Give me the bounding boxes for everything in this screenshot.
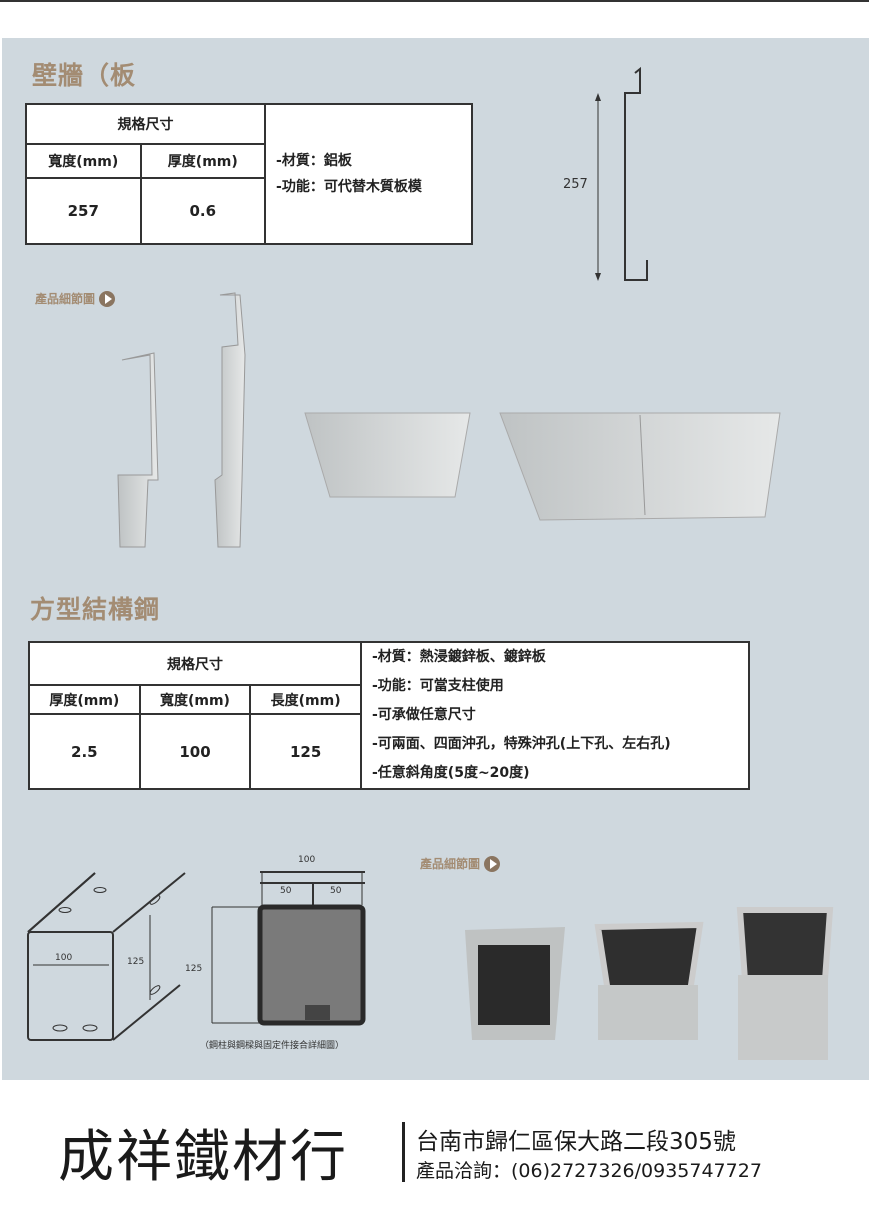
top-border bbox=[0, 0, 869, 2]
company-address: 台南市歸仁區保大路二段305號 bbox=[416, 1129, 736, 1155]
square-steel-isometric-diagram bbox=[27, 872, 186, 1041]
square-steel-spec-table: 規格尺寸 -材質：熱浸鍍鋅板、鍍鋅板 -功能：可當支柱使用 -可承做任意尺寸 -… bbox=[28, 641, 750, 790]
company-name: 成祥鐵材行 bbox=[58, 1125, 348, 1190]
spec-info: -材質：鋁板 -功能：可代替木質板模 bbox=[264, 103, 473, 245]
column-header: 長度(mm) bbox=[249, 684, 362, 715]
column-header: 寬度(mm) bbox=[138, 684, 252, 715]
section-height: 125 bbox=[185, 964, 203, 974]
wall-panel-photos bbox=[117, 292, 781, 548]
profile-dimension: 257 bbox=[563, 177, 588, 192]
value-cell: 0.6 bbox=[139, 177, 267, 245]
play-icon bbox=[484, 855, 501, 872]
product-detail-link[interactable]: 產品細節圖 bbox=[35, 290, 116, 307]
iso-width-label: 100 bbox=[55, 953, 73, 963]
diagram-caption: （鋼柱與鋼樑與固定件接合詳細圖） bbox=[200, 1041, 345, 1051]
column-header: 厚度(mm) bbox=[28, 684, 141, 715]
info-line: -材質：熱浸鍍鋅板、鍍鋅板 bbox=[372, 649, 546, 665]
spec-info: -材質：熱浸鍍鋅板、鍍鋅板 -功能：可當支柱使用 -可承做任意尺寸 -可兩面、四… bbox=[360, 641, 750, 790]
section-half-left: 50 bbox=[280, 886, 292, 896]
info-line: -可承做任意尺寸 bbox=[372, 707, 476, 723]
product-detail-link[interactable]: 產品細節圖 bbox=[420, 855, 501, 872]
value-cell: 125 bbox=[249, 713, 362, 790]
detail-label: 產品細節圖 bbox=[35, 292, 96, 306]
info-line: -可兩面、四面沖孔，特殊沖孔(上下孔、左右孔) bbox=[372, 736, 671, 752]
wall-panel-spec-table: 規格尺寸 -材質：鋁板 -功能：可代替木質板模 寬度(mm)厚度(mm) 257… bbox=[24, 103, 473, 245]
company-contact: 產品洽詢：(06)2727326/0935747727 bbox=[416, 1160, 762, 1182]
value-cell: 100 bbox=[138, 713, 252, 790]
info-line: -材質：鋁板 bbox=[276, 153, 352, 169]
info-line: -任意斜角度(5度~20度) bbox=[372, 765, 530, 781]
spec-header: 規格尺寸 bbox=[24, 103, 267, 145]
detail-label: 產品細節圖 bbox=[420, 857, 481, 871]
iso-height-label: 125 bbox=[127, 957, 145, 967]
section-title-square-steel: 方型結構鋼 bbox=[30, 595, 161, 624]
square-steel-photos bbox=[465, 907, 834, 1060]
column-header: 厚度(mm) bbox=[139, 143, 267, 179]
section-half-right: 50 bbox=[330, 886, 342, 896]
play-icon bbox=[99, 290, 116, 307]
info-line: -功能：可代替木質板模 bbox=[276, 179, 422, 195]
column-header: 寬度(mm) bbox=[25, 143, 142, 179]
footer-divider bbox=[402, 1122, 405, 1182]
section-total-width: 100 bbox=[298, 855, 316, 865]
wall-panel-profile-diagram bbox=[595, 66, 648, 281]
section-title-wall-panel: 壁牆（板 bbox=[32, 61, 137, 90]
cross-section-diagram bbox=[211, 871, 366, 1026]
value-cell: 2.5 bbox=[28, 713, 141, 790]
value-cell: 257 bbox=[25, 177, 142, 245]
spec-header: 規格尺寸 bbox=[28, 641, 362, 686]
info-line: -功能：可當支柱使用 bbox=[372, 678, 504, 694]
